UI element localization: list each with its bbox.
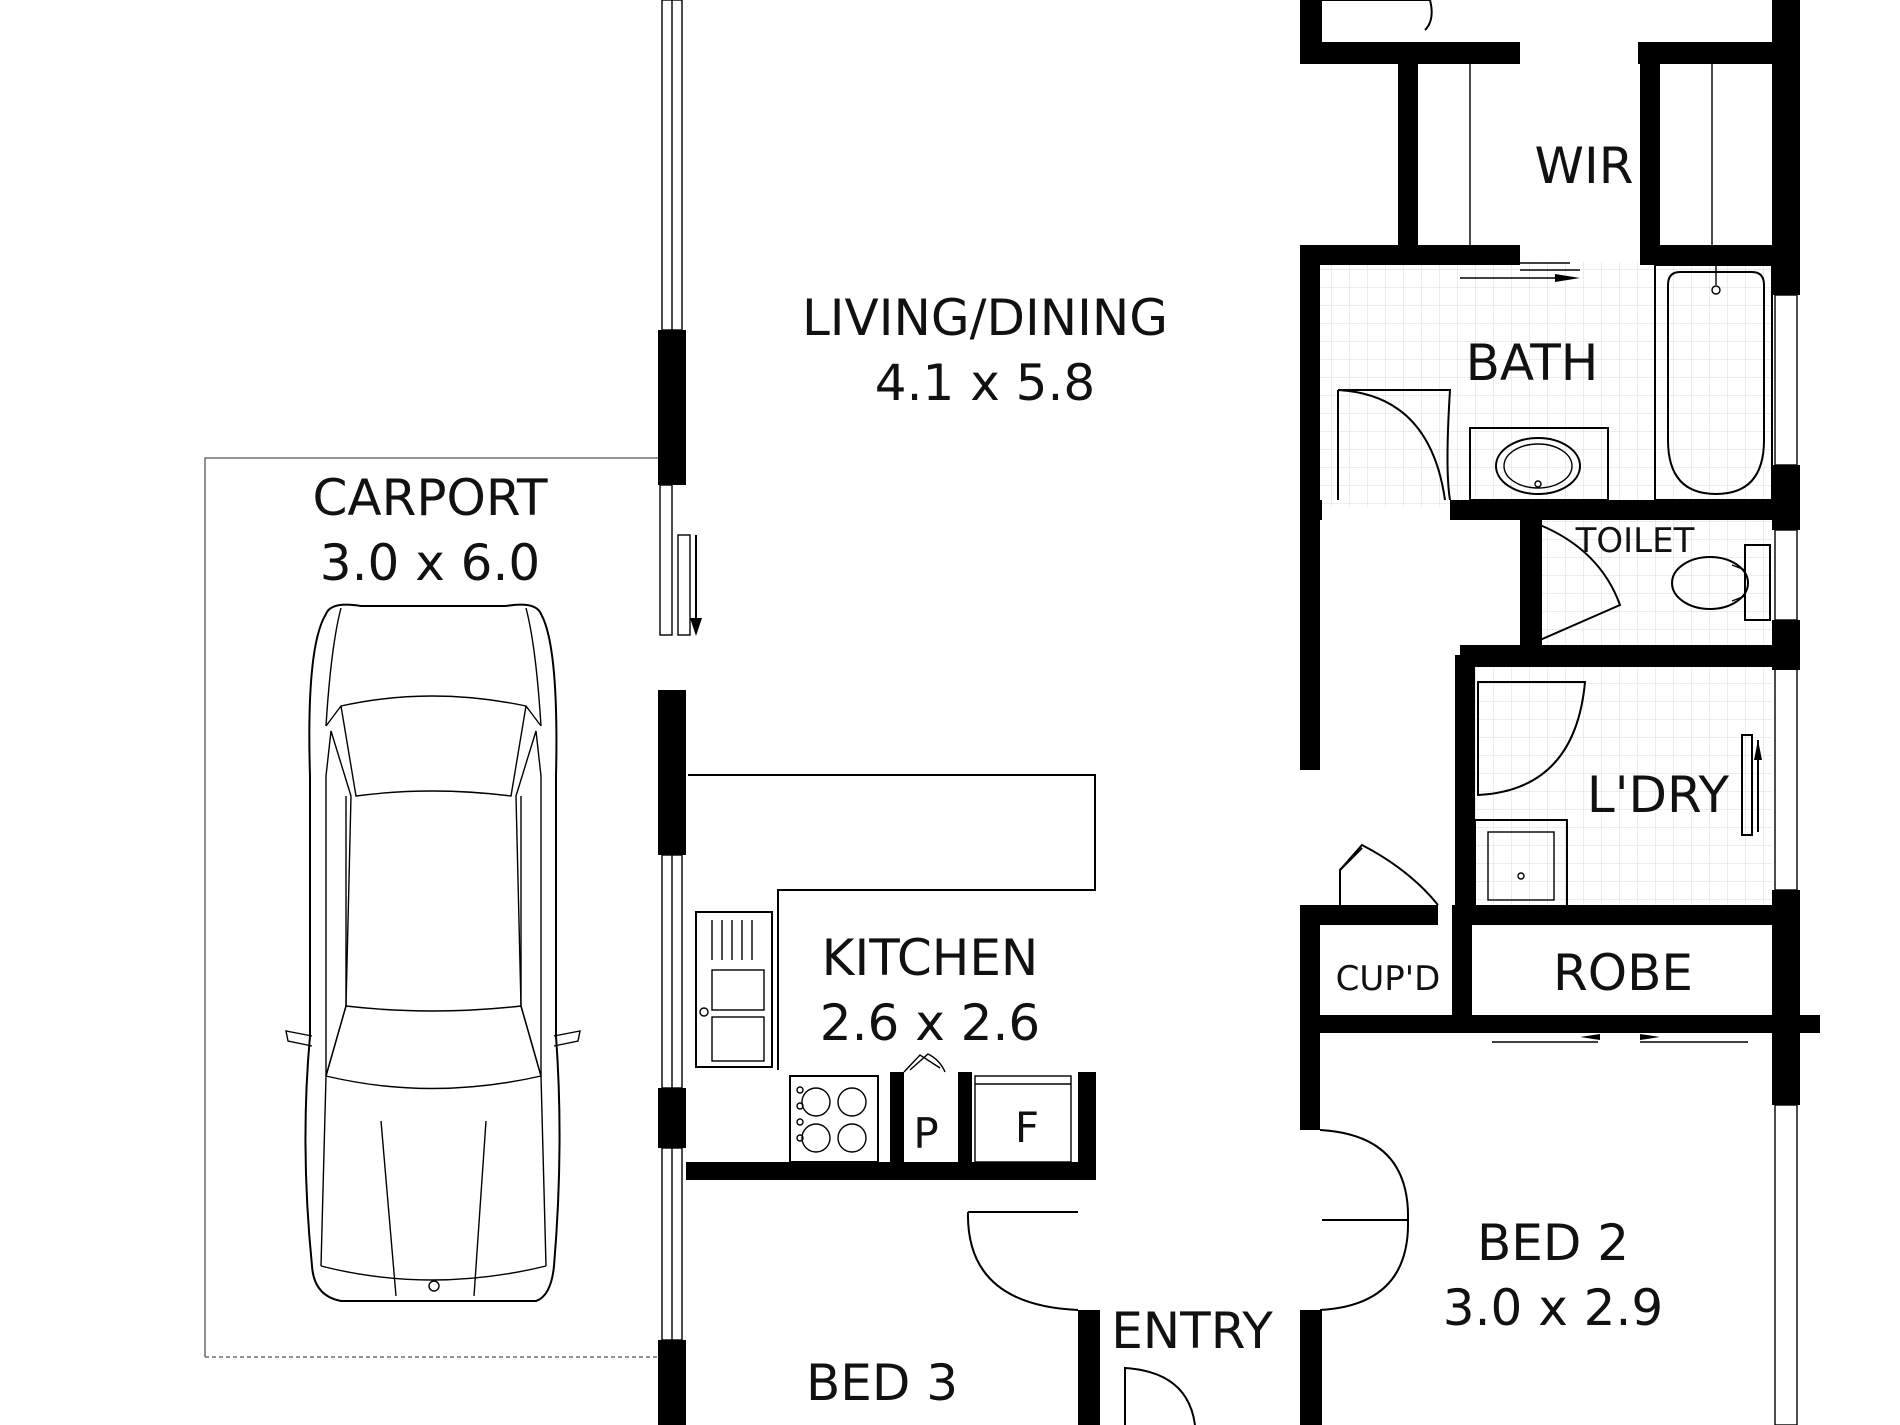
fridge-space [974, 1075, 1072, 1163]
pantry-label: P [913, 1109, 938, 1158]
bath-floor-tiles [1320, 262, 1772, 507]
carport-outline [204, 457, 660, 1358]
laundry-label: L'DRY [1587, 766, 1730, 824]
cupboard-label: CUP'D [1336, 959, 1441, 999]
entry-label: ENTRY [1111, 1302, 1273, 1360]
bed3-entry-walls [966, 1211, 1322, 1425]
toilet-label: TOILET [1575, 521, 1695, 561]
car-icon [285, 603, 581, 1302]
wir-area [1398, 0, 1800, 265]
living-dining-size: 4.1 x 5.8 [875, 354, 1095, 412]
robe-label: ROBE [1553, 944, 1693, 1002]
kitchen-size: 2.6 x 2.6 [820, 994, 1040, 1052]
sink-icon [695, 911, 773, 1068]
cupboard-robe-area [1300, 843, 1820, 1105]
toilet-icon [1744, 544, 1771, 621]
west-wall [658, 0, 702, 1425]
toilet-area [1460, 500, 1800, 670]
kitchen-label: KITCHEN [822, 929, 1039, 987]
kitchen-area [686, 774, 1096, 1180]
carport-size: 3.0 x 6.0 [320, 534, 540, 592]
wir-label: WIR [1535, 137, 1634, 195]
bed2-label: BED 2 [1477, 1214, 1629, 1272]
fridge-label: F [1015, 1103, 1039, 1152]
living-dining-label: LIVING/DINING [802, 289, 1168, 347]
bath-label: BATH [1466, 334, 1599, 392]
carport-label: CARPORT [312, 469, 547, 527]
bed2-size: 3.0 x 2.9 [1443, 1279, 1663, 1337]
room-labels: LIVING/DINING 4.1 x 5.8 CARPORT 3.0 x 6.… [312, 137, 1729, 1412]
bed3-label: BED 3 [806, 1354, 958, 1412]
bed2-area [1319, 1104, 1798, 1425]
laundry-floor-tiles [1470, 665, 1772, 910]
toilet-floor-tiles [1532, 518, 1772, 646]
bathtub-icon [1654, 264, 1773, 501]
